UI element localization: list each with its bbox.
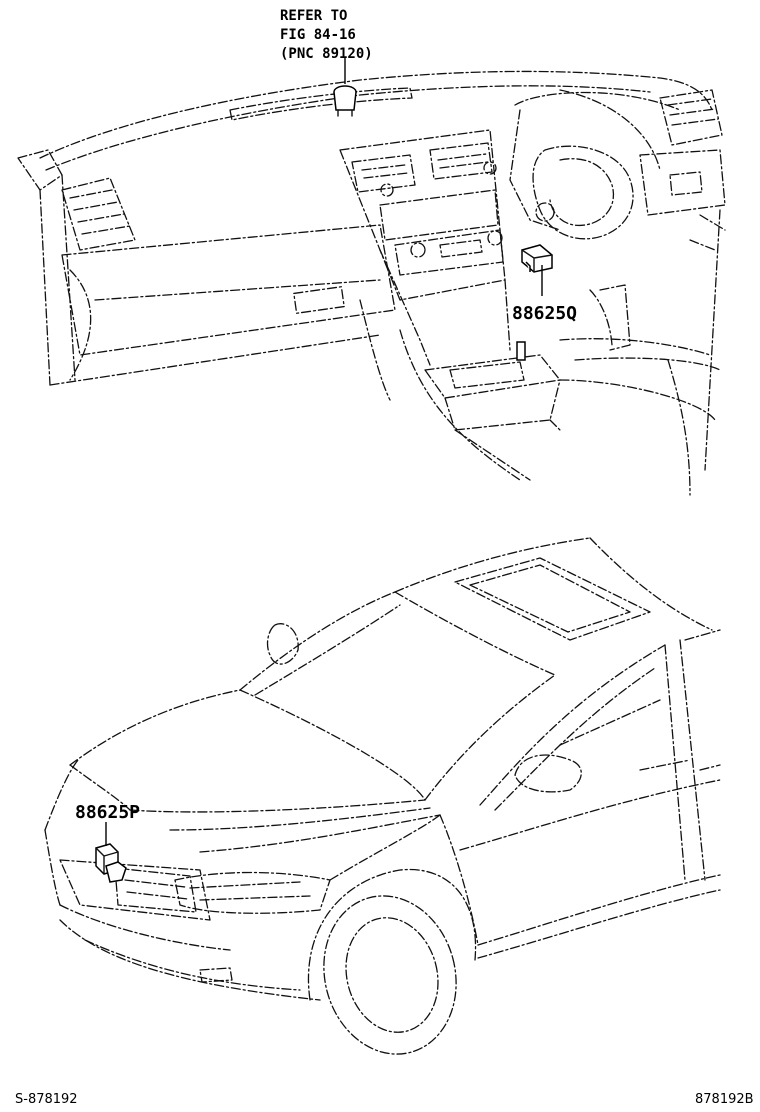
reference-line-3: (PNC 89120) [280,46,373,62]
reference-component [333,58,357,117]
sensor-88625Q[interactable] [516,244,553,361]
dashboard-illustration [17,70,726,496]
callout-88625P[interactable]: 88625P [75,802,140,823]
footer-left-code: S-878192 [15,1092,78,1107]
reference-line-1: REFER TO [280,8,347,24]
reference-note: REFER TO FIG 84-16 (PNC 89120) [280,8,373,62]
footer-right-code: 878192B [695,1092,754,1107]
reference-line-2: FIG 84-16 [280,27,356,43]
vehicle-illustration [44,537,721,1055]
sensor-88625P[interactable] [95,822,127,883]
callout-88625Q[interactable]: 88625Q [512,303,577,324]
